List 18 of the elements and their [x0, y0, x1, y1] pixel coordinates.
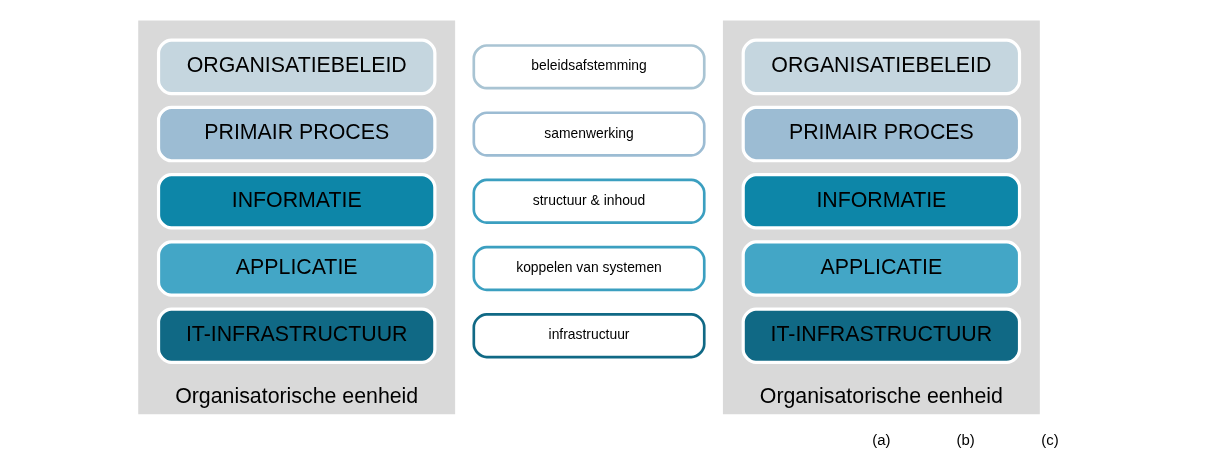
node-box: structuur & inhoud: [472, 178, 706, 224]
node-box: PRIMAIR PROCES: [741, 105, 1022, 163]
node-box: samenwerking: [472, 111, 706, 157]
node-box: INFORMATIE: [156, 173, 437, 230]
node-box: INFORMATIE: [741, 173, 1022, 230]
node-box: APPLICATIE: [741, 240, 1022, 297]
label: (a): [872, 431, 891, 449]
node-box: ORGANISATIEBELEID: [741, 38, 1022, 96]
node-box: koppelen van systemen: [472, 245, 706, 292]
node-box: PRIMAIR PROCES: [156, 105, 437, 163]
node-box: APPLICATIE: [156, 240, 437, 297]
node-box: infrastructuur: [472, 313, 706, 359]
node-box: IT-INFRASTRUCTUUR: [156, 307, 437, 364]
label: (b): [956, 431, 975, 449]
node-box: ORGANISATIEBELEID: [156, 38, 437, 96]
node-box: IT-INFRASTRUCTUUR: [741, 307, 1022, 364]
label: (c): [1041, 431, 1059, 449]
node-box: beleidsafstemming: [472, 44, 706, 90]
